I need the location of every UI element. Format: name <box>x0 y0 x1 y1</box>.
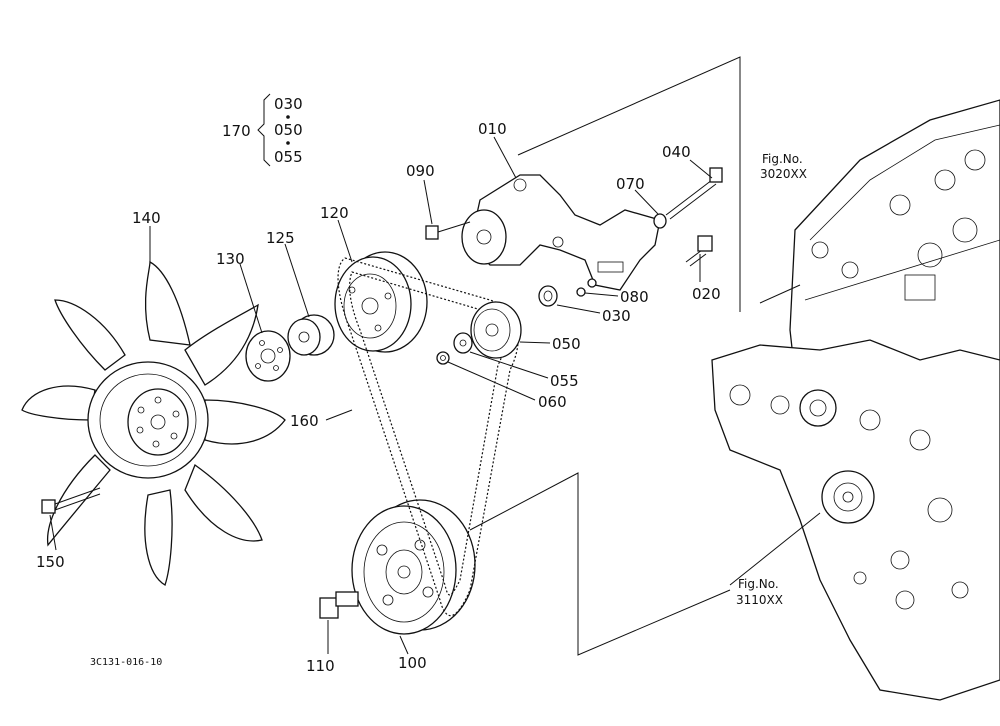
callout-125: 125 <box>266 229 295 247</box>
engine-block <box>711 99 1000 701</box>
callout-090: 090 <box>406 162 435 180</box>
kit-item: 030 <box>274 95 303 113</box>
pulley-hub <box>287 314 335 356</box>
fan-pulley <box>334 251 428 353</box>
callout-160: 160 <box>290 412 319 430</box>
callout-040: 040 <box>662 143 691 161</box>
crank-pulley <box>351 499 476 635</box>
callout-050: 050 <box>552 335 581 353</box>
bolt-090 <box>425 221 471 240</box>
callout-080: 080 <box>620 288 649 306</box>
callout-060: 060 <box>538 393 567 411</box>
bolt-040 <box>665 167 723 220</box>
callout-055: 055 <box>550 372 579 390</box>
fig-ref-label: Fig.No. <box>738 577 779 591</box>
fig-ref-number: 3020XX <box>760 167 807 181</box>
callout-130: 130 <box>216 250 245 268</box>
nut-080 <box>576 278 597 297</box>
fig-ref-number: 3110XX <box>736 593 783 607</box>
callout-030: 030 <box>602 307 631 325</box>
kit-label: 170 <box>222 122 251 140</box>
callout-020: 020 <box>692 285 721 303</box>
bolt-110 <box>319 591 359 619</box>
kit-item: 050 <box>274 121 303 139</box>
tension-bracket <box>461 174 661 291</box>
tension-pulley <box>453 301 522 359</box>
kit-bracket <box>257 93 290 167</box>
fig-ref-label: Fig.No. <box>762 152 803 166</box>
reference-lines <box>469 56 741 656</box>
fan-spacer <box>245 330 291 382</box>
callout-100: 100 <box>398 654 427 672</box>
bolt-020 <box>685 235 713 267</box>
kit-item: 055 <box>274 148 303 166</box>
callout-120: 120 <box>320 204 349 222</box>
document-number: 3C131-016-10 <box>90 657 162 668</box>
bolt-150 <box>41 487 101 514</box>
callout-110: 110 <box>306 657 335 675</box>
nut-060 <box>436 351 450 365</box>
callout-150: 150 <box>36 553 65 571</box>
washer-070 <box>653 213 667 229</box>
cooling-fan <box>21 260 286 586</box>
collar-030 <box>538 285 558 307</box>
leader-lines <box>49 136 821 655</box>
callout-070: 070 <box>616 175 645 193</box>
callout-140: 140 <box>132 209 161 227</box>
callout-010: 010 <box>478 120 507 138</box>
